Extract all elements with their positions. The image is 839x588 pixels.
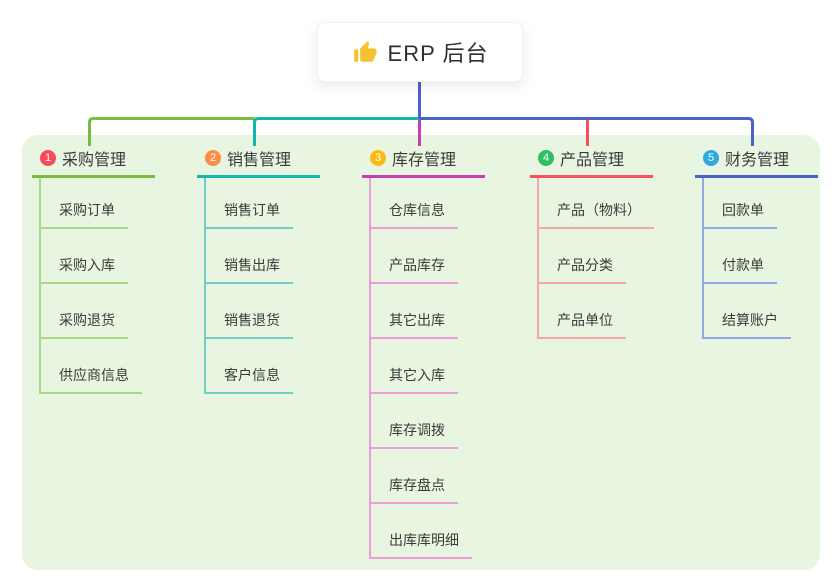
branch-number-badge: 1 [40, 150, 56, 166]
branch-node-1[interactable]: 1 采购管理 [32, 147, 155, 178]
child-node[interactable]: 其它入库 [371, 339, 458, 394]
branch-number-badge: 3 [370, 150, 386, 166]
child-node-label: 销售出库 [224, 257, 280, 273]
child-node[interactable]: 仓库信息 [371, 178, 458, 229]
child-node[interactable]: 采购入库 [41, 229, 128, 284]
child-node-label: 产品库存 [389, 257, 445, 273]
child-node-label: 出库库明细 [389, 532, 459, 548]
child-node-label: 付款单 [722, 257, 764, 273]
child-node-label: 库存调拨 [389, 422, 445, 438]
thumbs-up-icon [353, 41, 376, 62]
child-node[interactable]: 其它出库 [371, 284, 458, 339]
branch-number-badge: 2 [205, 150, 221, 166]
child-node-label: 供应商信息 [59, 367, 129, 383]
branch-children: 销售订单销售出库销售退货客户信息 [204, 178, 293, 394]
branch-children: 产品（物料） 产品分类产品单位 [537, 178, 654, 339]
branch-node-5[interactable]: 5 财务管理 [695, 147, 818, 178]
child-node-label: 其它出库 [389, 312, 445, 328]
branch-node-3[interactable]: 3 库存管理 [362, 147, 485, 178]
child-node[interactable]: 产品分类 [539, 229, 626, 284]
child-node-label: 回款单 [722, 202, 764, 218]
branch-children: 回款单付款单结算账户 [702, 178, 791, 339]
branch-node-label: 采购管理 [62, 152, 127, 169]
child-node-label: 产品分类 [557, 257, 613, 273]
child-node[interactable]: 产品库存 [371, 229, 458, 284]
child-node[interactable]: 产品（物料） [539, 178, 654, 229]
root-node[interactable]: ERP 后台 [317, 22, 523, 82]
child-node[interactable]: 出库库明细 [371, 504, 472, 559]
root-node-label: ERP 后台 [387, 41, 489, 66]
branch-node-label: 财务管理 [725, 152, 790, 169]
child-node-label: 销售退货 [224, 312, 280, 328]
branch-number-badge: 4 [538, 150, 554, 166]
child-node[interactable]: 库存盘点 [371, 449, 458, 504]
child-node[interactable]: 付款单 [704, 229, 777, 284]
child-node-label: 仓库信息 [389, 202, 445, 218]
child-node-label: 采购退货 [59, 312, 115, 328]
branch-node-label: 销售管理 [227, 152, 292, 169]
child-node-label: 产品单位 [557, 312, 613, 328]
child-node[interactable]: 采购订单 [41, 178, 128, 229]
branches-panel [22, 135, 820, 570]
child-node-label: 其它入库 [389, 367, 445, 383]
branch-node-label: 库存管理 [392, 152, 457, 169]
child-node[interactable]: 结算账户 [704, 284, 791, 339]
child-node-label: 销售订单 [224, 202, 280, 218]
child-node[interactable]: 采购退货 [41, 284, 128, 339]
branch-number-badge: 5 [703, 150, 719, 166]
branch-node-4[interactable]: 4 产品管理 [530, 147, 653, 178]
child-node[interactable]: 销售订单 [206, 178, 293, 229]
child-node[interactable]: 产品单位 [539, 284, 626, 339]
child-node-label: 产品（物料） [557, 202, 641, 218]
child-node-label: 库存盘点 [389, 477, 445, 493]
child-node-label: 客户信息 [224, 367, 280, 383]
branch-node-2[interactable]: 2 销售管理 [197, 147, 320, 178]
child-node[interactable]: 库存调拨 [371, 394, 458, 449]
child-node[interactable]: 客户信息 [206, 339, 293, 394]
child-node-label: 采购入库 [59, 257, 115, 273]
child-node-label: 采购订单 [59, 202, 115, 218]
child-node[interactable]: 供应商信息 [41, 339, 142, 394]
branch-children: 仓库信息产品库存其它出库其它入库库存调拨库存盘点出库库明细 [369, 178, 472, 559]
child-node[interactable]: 销售退货 [206, 284, 293, 339]
child-node-label: 结算账户 [722, 312, 778, 328]
child-node[interactable]: 销售出库 [206, 229, 293, 284]
branch-node-label: 产品管理 [560, 152, 625, 169]
child-node[interactable]: 回款单 [704, 178, 777, 229]
branch-children: 采购订单采购入库采购退货供应商信息 [39, 178, 142, 394]
